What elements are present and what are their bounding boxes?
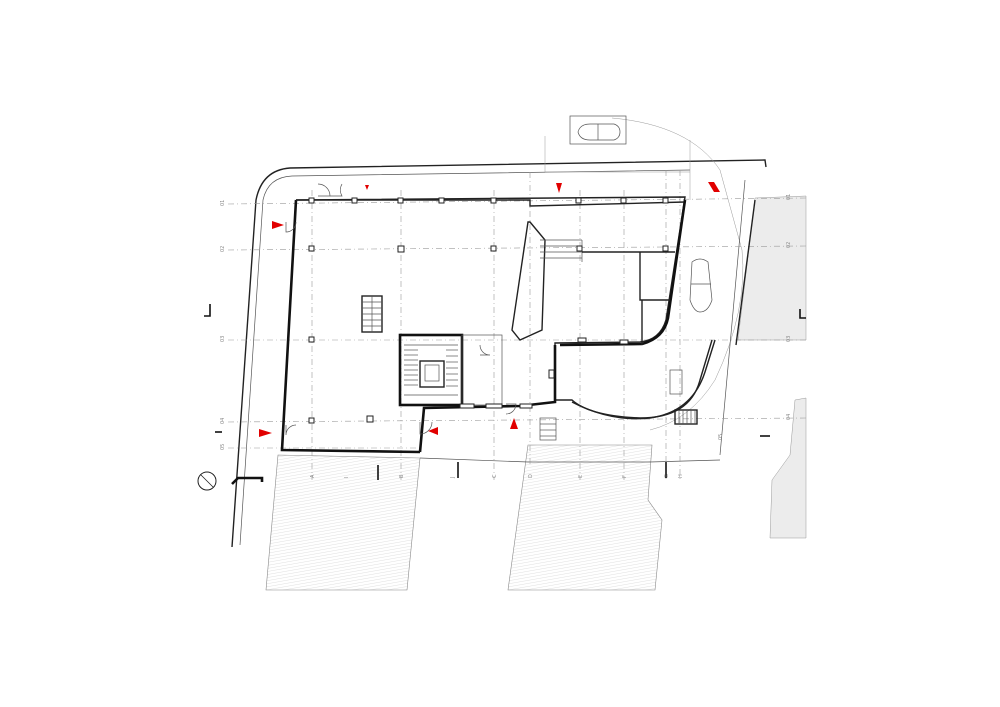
grid-label-col-g: G xyxy=(664,474,670,478)
column xyxy=(397,197,404,204)
column xyxy=(351,197,358,204)
grid-labels-bottom: A B C D E F G H I J xyxy=(310,474,684,479)
entrance-arrow-west-2 xyxy=(259,429,272,437)
elevator-shaft xyxy=(419,360,445,388)
grid-label-col-f: F xyxy=(622,475,628,478)
grid-label-col-i: I xyxy=(344,477,350,478)
column xyxy=(490,245,497,252)
column xyxy=(397,245,405,253)
hatched-plot-center xyxy=(507,444,663,591)
column xyxy=(485,403,503,409)
core-staircase-icon xyxy=(404,344,458,396)
column xyxy=(620,197,627,204)
annotation-leaders xyxy=(544,136,691,200)
circulation-core xyxy=(398,333,503,407)
grid-label-row-5: 05 xyxy=(220,444,226,450)
column xyxy=(575,197,582,204)
grid-label-right-5: 05 xyxy=(718,434,724,440)
grid-label-col-c: C xyxy=(492,474,498,478)
lobby-door-swing-icon xyxy=(479,344,491,356)
glass-facade-east xyxy=(735,199,756,346)
north-arrow-circle xyxy=(197,471,264,491)
site-bottom-line xyxy=(419,457,721,463)
column xyxy=(576,245,583,252)
column xyxy=(438,197,445,204)
column xyxy=(308,336,315,343)
east-curved-wall xyxy=(559,199,687,347)
column xyxy=(519,403,533,409)
column xyxy=(308,245,315,252)
open-floor-staircase-icon xyxy=(361,295,383,333)
neighbouring-plots xyxy=(265,195,807,591)
door-swing-icon xyxy=(285,424,297,436)
entrance-arrow-west-1 xyxy=(272,221,284,229)
entry-steps xyxy=(539,369,683,441)
north-facade xyxy=(296,199,686,207)
grid-label-row-2: 02 xyxy=(220,246,226,252)
west-facade-wall xyxy=(280,199,421,454)
column xyxy=(308,417,315,424)
grid-labels-left: 01 02 03 04 05 xyxy=(220,200,226,450)
elevator-icon xyxy=(424,364,440,382)
structural-columns xyxy=(308,197,669,424)
ramp-hatching xyxy=(540,239,583,262)
doors xyxy=(285,183,517,436)
grid-label-col-j: J xyxy=(450,477,456,479)
column xyxy=(548,369,555,379)
structural-grid xyxy=(227,170,807,480)
column xyxy=(662,245,669,252)
column xyxy=(619,339,629,345)
grid-label-col-e: E xyxy=(578,475,584,478)
column xyxy=(459,403,475,409)
grid-label-row-3: 03 xyxy=(220,336,226,342)
grid-label-right-3: 03 xyxy=(786,336,792,342)
column xyxy=(577,337,587,343)
grey-plot-right-top xyxy=(737,195,807,341)
site-outline xyxy=(231,117,767,548)
entrance-arrow-north-small xyxy=(365,185,369,190)
column xyxy=(490,197,497,204)
grid-label-col-d: D xyxy=(528,474,534,478)
pavement-curve xyxy=(611,117,744,431)
door-swing-icon xyxy=(505,403,517,415)
door-swing-icon xyxy=(330,183,343,197)
main-floor-outline xyxy=(295,196,713,419)
grid-label-right-1: 01 xyxy=(786,194,792,200)
room-east-walls xyxy=(582,251,675,345)
grid-label-right-4: 04 xyxy=(786,414,792,420)
grid-label-col-h: H xyxy=(678,474,684,478)
entrance-arrow-south-2 xyxy=(428,427,438,435)
door-swing-icon xyxy=(285,221,297,233)
grey-plot-right-bottom xyxy=(769,397,807,539)
grid-label-col-a: A xyxy=(310,474,316,478)
car-top-view-icon-2 xyxy=(689,258,713,313)
ground-floor-curved-terrace xyxy=(571,339,716,420)
column xyxy=(662,197,669,204)
car-top-view-icon xyxy=(569,115,627,145)
column xyxy=(308,197,315,204)
lobby-room xyxy=(461,334,503,406)
entrance-arrow-north-1 xyxy=(556,183,562,193)
door-swing-icon xyxy=(317,183,331,197)
grid-label-right-2: 02 xyxy=(786,242,792,248)
column xyxy=(366,415,374,423)
entrance-arrow-south-1 xyxy=(510,418,518,429)
grid-label-row-4: 04 xyxy=(220,418,226,424)
section-cut-icon xyxy=(204,304,806,480)
street-inner-line xyxy=(239,169,691,546)
external-staircase-icon xyxy=(674,409,698,425)
grid-labels-right: 01 02 03 04 05 xyxy=(718,194,792,440)
entrance-marker-garage xyxy=(708,182,720,192)
hatched-plot-left xyxy=(265,454,421,591)
grid-label-col-b: B xyxy=(399,474,405,478)
entrance-markers xyxy=(259,182,720,437)
street-edge-line xyxy=(231,159,767,548)
building-walls xyxy=(280,196,756,454)
right-site-line xyxy=(719,179,746,456)
grid-label-row-1: 01 xyxy=(220,200,226,206)
door-swing-icon xyxy=(419,421,433,435)
